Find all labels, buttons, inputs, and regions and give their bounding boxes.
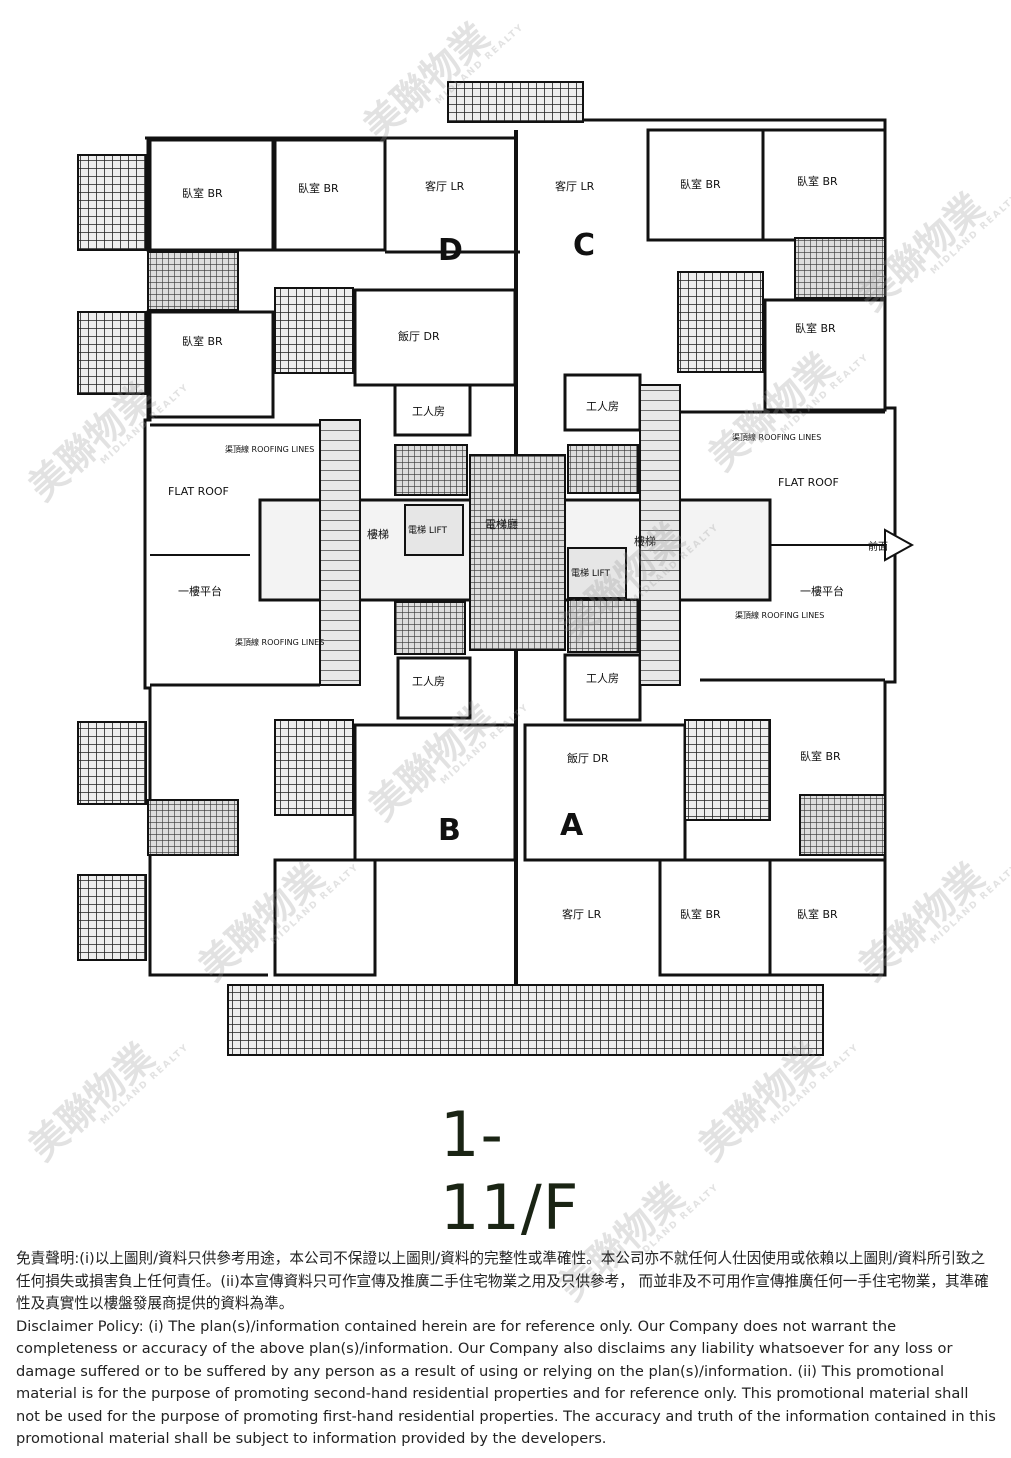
disclaimer-en: Disclaimer Policy: (i) The plan(s)/infor… (16, 1317, 996, 1448)
roofing-lines-label: 渠頂線 ROOFING LINES (732, 432, 821, 442)
roofing-lines-label: 渠頂線 ROOFING LINES (735, 610, 824, 620)
floor-plan: D C B A 臥室 BR 臥室 BR 客厅 LR 臥室 BR 飯厅 DR 工人… (77, 81, 915, 1056)
room-label: 臥室 BR (795, 321, 836, 335)
room-label: 客厅 LR (425, 179, 465, 193)
roofing-lines-label: 渠頂線 ROOFING LINES (235, 637, 324, 647)
room-label: 臥室 BR (800, 749, 841, 763)
unit-label-d: D (438, 233, 463, 268)
flat-roof-label: FLAT ROOF (778, 476, 839, 489)
room-label: 臥室 BR (182, 334, 223, 348)
room-label: 工人房 (412, 675, 445, 688)
unit-label-a: A (560, 808, 584, 843)
room-label: 臥室 BR (680, 907, 721, 921)
disclaimer-zh: 免責聲明:(i)以上圖則/資料只供參考用途，本公司不保證以上圖則/資料的完整性或… (16, 1250, 989, 1312)
stair-label: 樓梯 (367, 527, 389, 541)
platform-label: 一樓平台 (178, 584, 222, 598)
unit-label-c: C (573, 228, 595, 263)
stair-label: 樓梯 (634, 534, 656, 548)
lobby-label: 電梯廳 (485, 517, 518, 531)
room-label: 臥室 BR (797, 174, 838, 188)
room-label: 臥室 BR (680, 177, 721, 191)
room-label: 客厅 LR (555, 179, 595, 193)
roofing-lines-label: 渠頂線 ROOFING LINES (225, 444, 314, 454)
room-label: 客厅 LR (562, 907, 602, 921)
lift-label: 電梯 LIFT (408, 524, 448, 536)
room-label: 工人房 (586, 400, 619, 413)
floor-label: 1-11/F (440, 1098, 580, 1244)
platform-label: 一樓平台 (800, 584, 844, 598)
room-label: 工人房 (412, 405, 445, 418)
room-label: 臥室 BR (298, 181, 339, 195)
room-label: 飯厅 DR (398, 329, 440, 343)
entrance-label: 前面 (868, 540, 888, 553)
room-label: 工人房 (586, 672, 619, 685)
disclaimer: 免責聲明:(i)以上圖則/資料只供參考用途，本公司不保證以上圖則/資料的完整性或… (16, 1248, 996, 1451)
flat-roof-label: FLAT ROOF (168, 485, 229, 498)
unit-label-b: B (438, 813, 461, 848)
lift-label: 電梯 LIFT (571, 567, 611, 579)
room-label: 飯厅 DR (567, 751, 609, 765)
room-label: 臥室 BR (182, 186, 223, 200)
room-label: 臥室 BR (797, 907, 838, 921)
